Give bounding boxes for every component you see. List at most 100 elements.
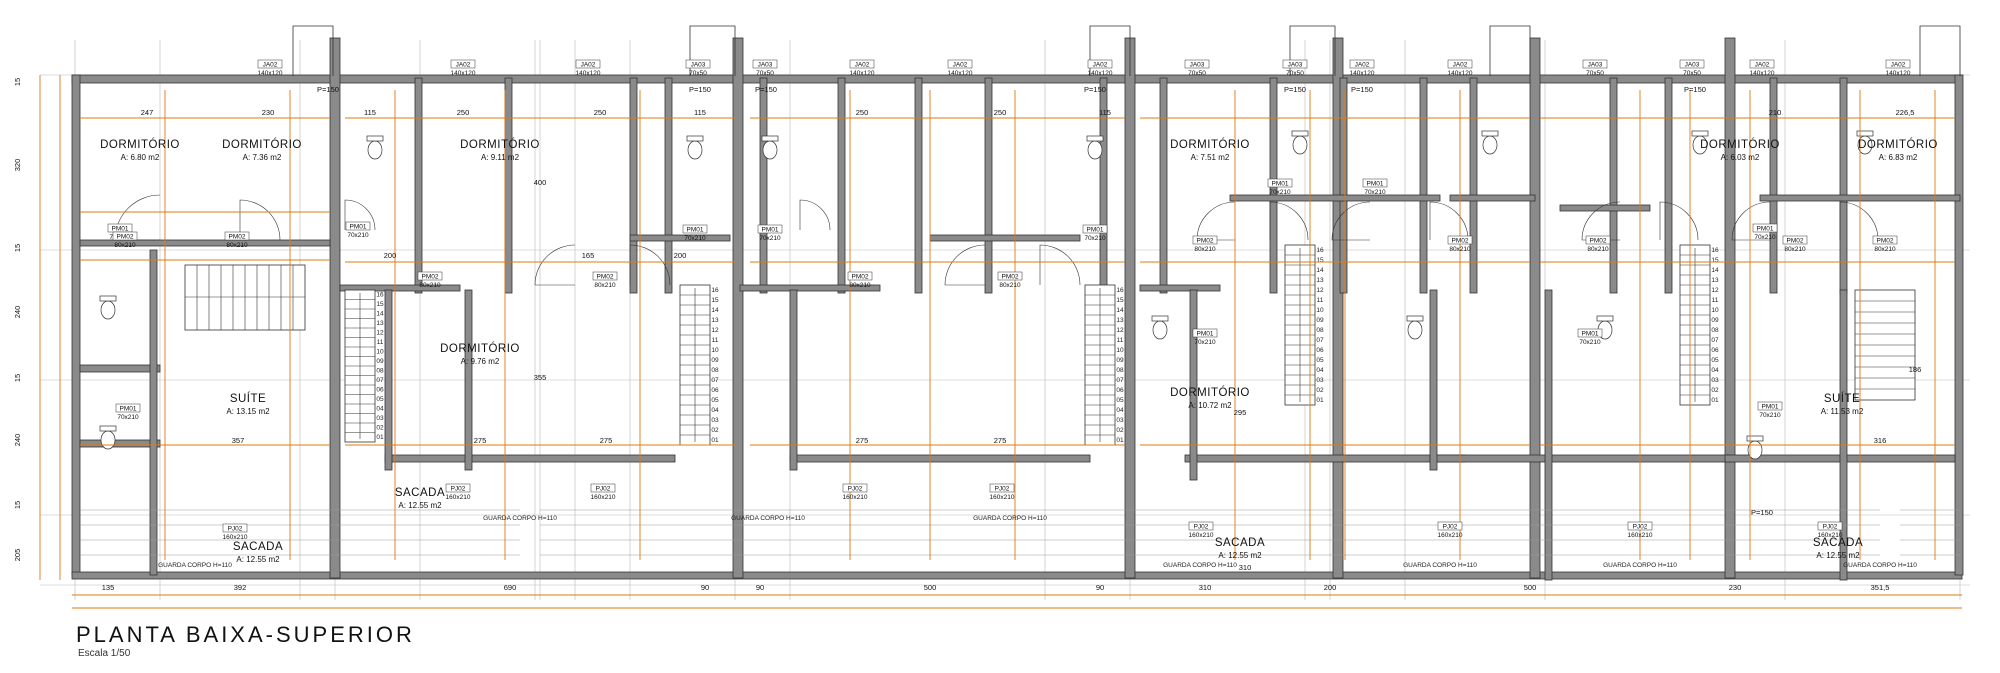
- stair-step-number: 05: [1116, 397, 1124, 404]
- door-tag-pm02-size: 80x210: [594, 282, 616, 289]
- staircase: [184, 264, 306, 331]
- stair-step-number: 06: [376, 387, 384, 394]
- stair-step-number: 16: [376, 292, 384, 299]
- stair-step-number: 11: [377, 339, 384, 346]
- tag-box: [1362, 178, 1388, 188]
- door-tag-pm01: PM01: [1582, 331, 1599, 338]
- tag-box: [1349, 59, 1375, 69]
- tag-box: [112, 231, 138, 241]
- stair-step-number: 15: [711, 297, 719, 304]
- stair-step-number: 07: [376, 377, 384, 384]
- stair-step-number: 13: [1316, 277, 1324, 284]
- partition-wall: [1139, 284, 1221, 292]
- door-tag-pm01-size: 70x210: [1194, 339, 1216, 346]
- bottom-dimension: 351,5: [1871, 583, 1890, 592]
- room-area: A: 13.15 m2: [226, 407, 270, 416]
- partition-wall: [1159, 77, 1168, 294]
- door-tag-pm01-size: 70x210: [1364, 189, 1386, 196]
- bottom-dimension: 90: [756, 583, 764, 592]
- party-wall: [732, 37, 744, 579]
- top-wall: [71, 74, 1963, 84]
- door-tag-pm01-size: 70x210: [117, 414, 139, 421]
- window-tag-ja03: JA03: [1588, 62, 1603, 69]
- bottom-wall: [71, 571, 1963, 580]
- stair-step-number: 09: [376, 358, 384, 365]
- tag-box: [1585, 235, 1611, 245]
- window-tag-ja02-size: 140x120: [1886, 70, 1911, 77]
- drawing-scale: Escala 1/50: [78, 648, 131, 659]
- tag-box: [1679, 59, 1705, 69]
- partition-wall: [1559, 204, 1651, 212]
- toilet-tank: [99, 295, 117, 302]
- door-tag-pj02-size: 160x210: [591, 494, 616, 501]
- inner-dimension: 186: [1909, 365, 1922, 374]
- stair-step-number: 06: [1316, 347, 1324, 354]
- tag-box: [1757, 401, 1783, 411]
- door-swing: [344, 199, 376, 231]
- toilet-tank: [1086, 135, 1104, 142]
- partition-wall: [504, 77, 513, 294]
- stair-step-number: 05: [1711, 357, 1719, 364]
- tag-box: [849, 59, 875, 69]
- window-tag-ja03-size: 70x50: [689, 70, 707, 77]
- stair-step-number: 03: [376, 415, 384, 422]
- window-tag-ja02: JA02: [1453, 62, 1468, 69]
- stair-step-number: 13: [1711, 277, 1719, 284]
- room-name: DORMITÓRIO: [1700, 138, 1780, 151]
- door-tag-pm01: PM01: [687, 227, 704, 234]
- stair-step-number: 11: [1317, 297, 1324, 304]
- door-tag-pj02-size: 160x210: [1438, 532, 1463, 539]
- door-tag-pj02: PJ02: [596, 486, 611, 493]
- toilet-tank: [99, 425, 117, 432]
- room-area: A: 9.76 m2: [461, 357, 500, 366]
- stair-step-number: 08: [376, 368, 384, 375]
- partition-wall: [929, 234, 1081, 242]
- room-name: DORMITÓRIO: [460, 138, 540, 151]
- inner-dimension: 200: [674, 251, 687, 260]
- inner-dimension: 165: [582, 251, 595, 260]
- partition-wall: [1544, 289, 1553, 581]
- tag-box: [1885, 59, 1911, 69]
- partition-wall: [1429, 289, 1438, 471]
- stair-step-number: 14: [1316, 267, 1324, 274]
- door-tag-pm02-size: 80x210: [114, 242, 136, 249]
- roof-projection: [689, 25, 736, 76]
- left-dimension: 15: [13, 501, 22, 509]
- toilet-tank: [686, 135, 704, 142]
- room-area: A: 6.83 m2: [1879, 153, 1918, 162]
- toilet-tank: [1291, 130, 1309, 137]
- inner-dimension: 230: [262, 108, 275, 117]
- toilet-fixture: [687, 140, 703, 160]
- balcony-wall: [1429, 454, 1731, 463]
- stair-step-number: 15: [1316, 257, 1324, 264]
- stair-step-number: 11: [1712, 297, 1719, 304]
- door-tag-pm01: PM01: [1272, 181, 1289, 188]
- tag-box: [222, 523, 248, 533]
- door-tag-pj02-size: 160x210: [1189, 532, 1214, 539]
- stair-step-number: 08: [1116, 367, 1124, 374]
- door-tag-pm01: PM01: [762, 227, 779, 234]
- room-name: SACADA: [233, 541, 283, 553]
- window-tag-ja03: JA03: [1288, 62, 1303, 69]
- door-tag-pm02: PM02: [852, 274, 869, 281]
- door-tag-pm02: PM02: [1877, 238, 1894, 245]
- tag-box: [1817, 521, 1843, 531]
- room-area: A: 12.55 m2: [236, 555, 280, 564]
- door-tag-pm02: PM02: [1590, 238, 1607, 245]
- room-area: A: 6.80 m2: [121, 153, 160, 162]
- door-tag-pj02: PJ02: [451, 486, 466, 493]
- left-dimension: 240: [13, 306, 22, 319]
- door-swing: [1839, 201, 1879, 241]
- stair-step-number: 12: [711, 327, 719, 334]
- door-tag-pm01: PM01: [120, 406, 137, 413]
- door-tag-pj02: PJ02: [228, 526, 243, 533]
- door-tag-pj02: PJ02: [848, 486, 863, 493]
- tag-box: [1627, 521, 1653, 531]
- stair-step-number: 01: [1316, 397, 1324, 404]
- stair-step-number: 06: [1711, 347, 1719, 354]
- tag-box: [575, 59, 601, 69]
- stair-step-number: 04: [1711, 367, 1719, 374]
